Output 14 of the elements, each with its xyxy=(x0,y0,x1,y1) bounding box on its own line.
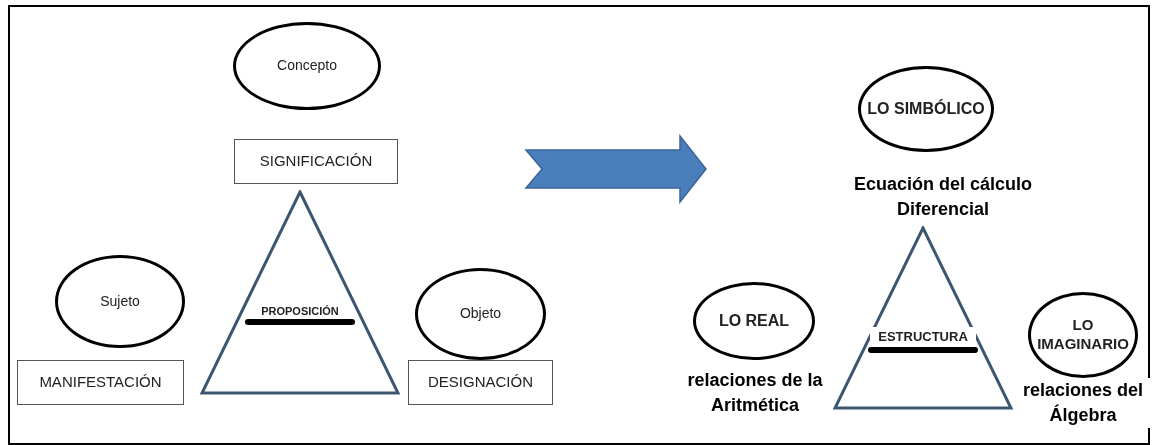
label-box xyxy=(17,360,184,405)
triangle-shape xyxy=(200,190,400,395)
label-box xyxy=(408,360,553,405)
ellipse-label: LO REAL xyxy=(718,311,790,331)
ellipse-label: Sujeto xyxy=(100,292,140,311)
box-label: DESIGNACIÓN xyxy=(428,372,533,393)
box-label: SIGNIFICACIÓN xyxy=(259,151,373,172)
label-box xyxy=(234,139,398,184)
ellipse-label: Objeto xyxy=(459,305,502,323)
box-label: MANIFESTACIÓN xyxy=(39,372,162,393)
triangle-shape xyxy=(833,226,1013,410)
ellipse-label: LO IMAGINARIO xyxy=(1036,316,1130,354)
ellipse-label: Concepto xyxy=(277,57,337,75)
ellipse-label: LO SIMBÓLICO xyxy=(867,99,985,119)
